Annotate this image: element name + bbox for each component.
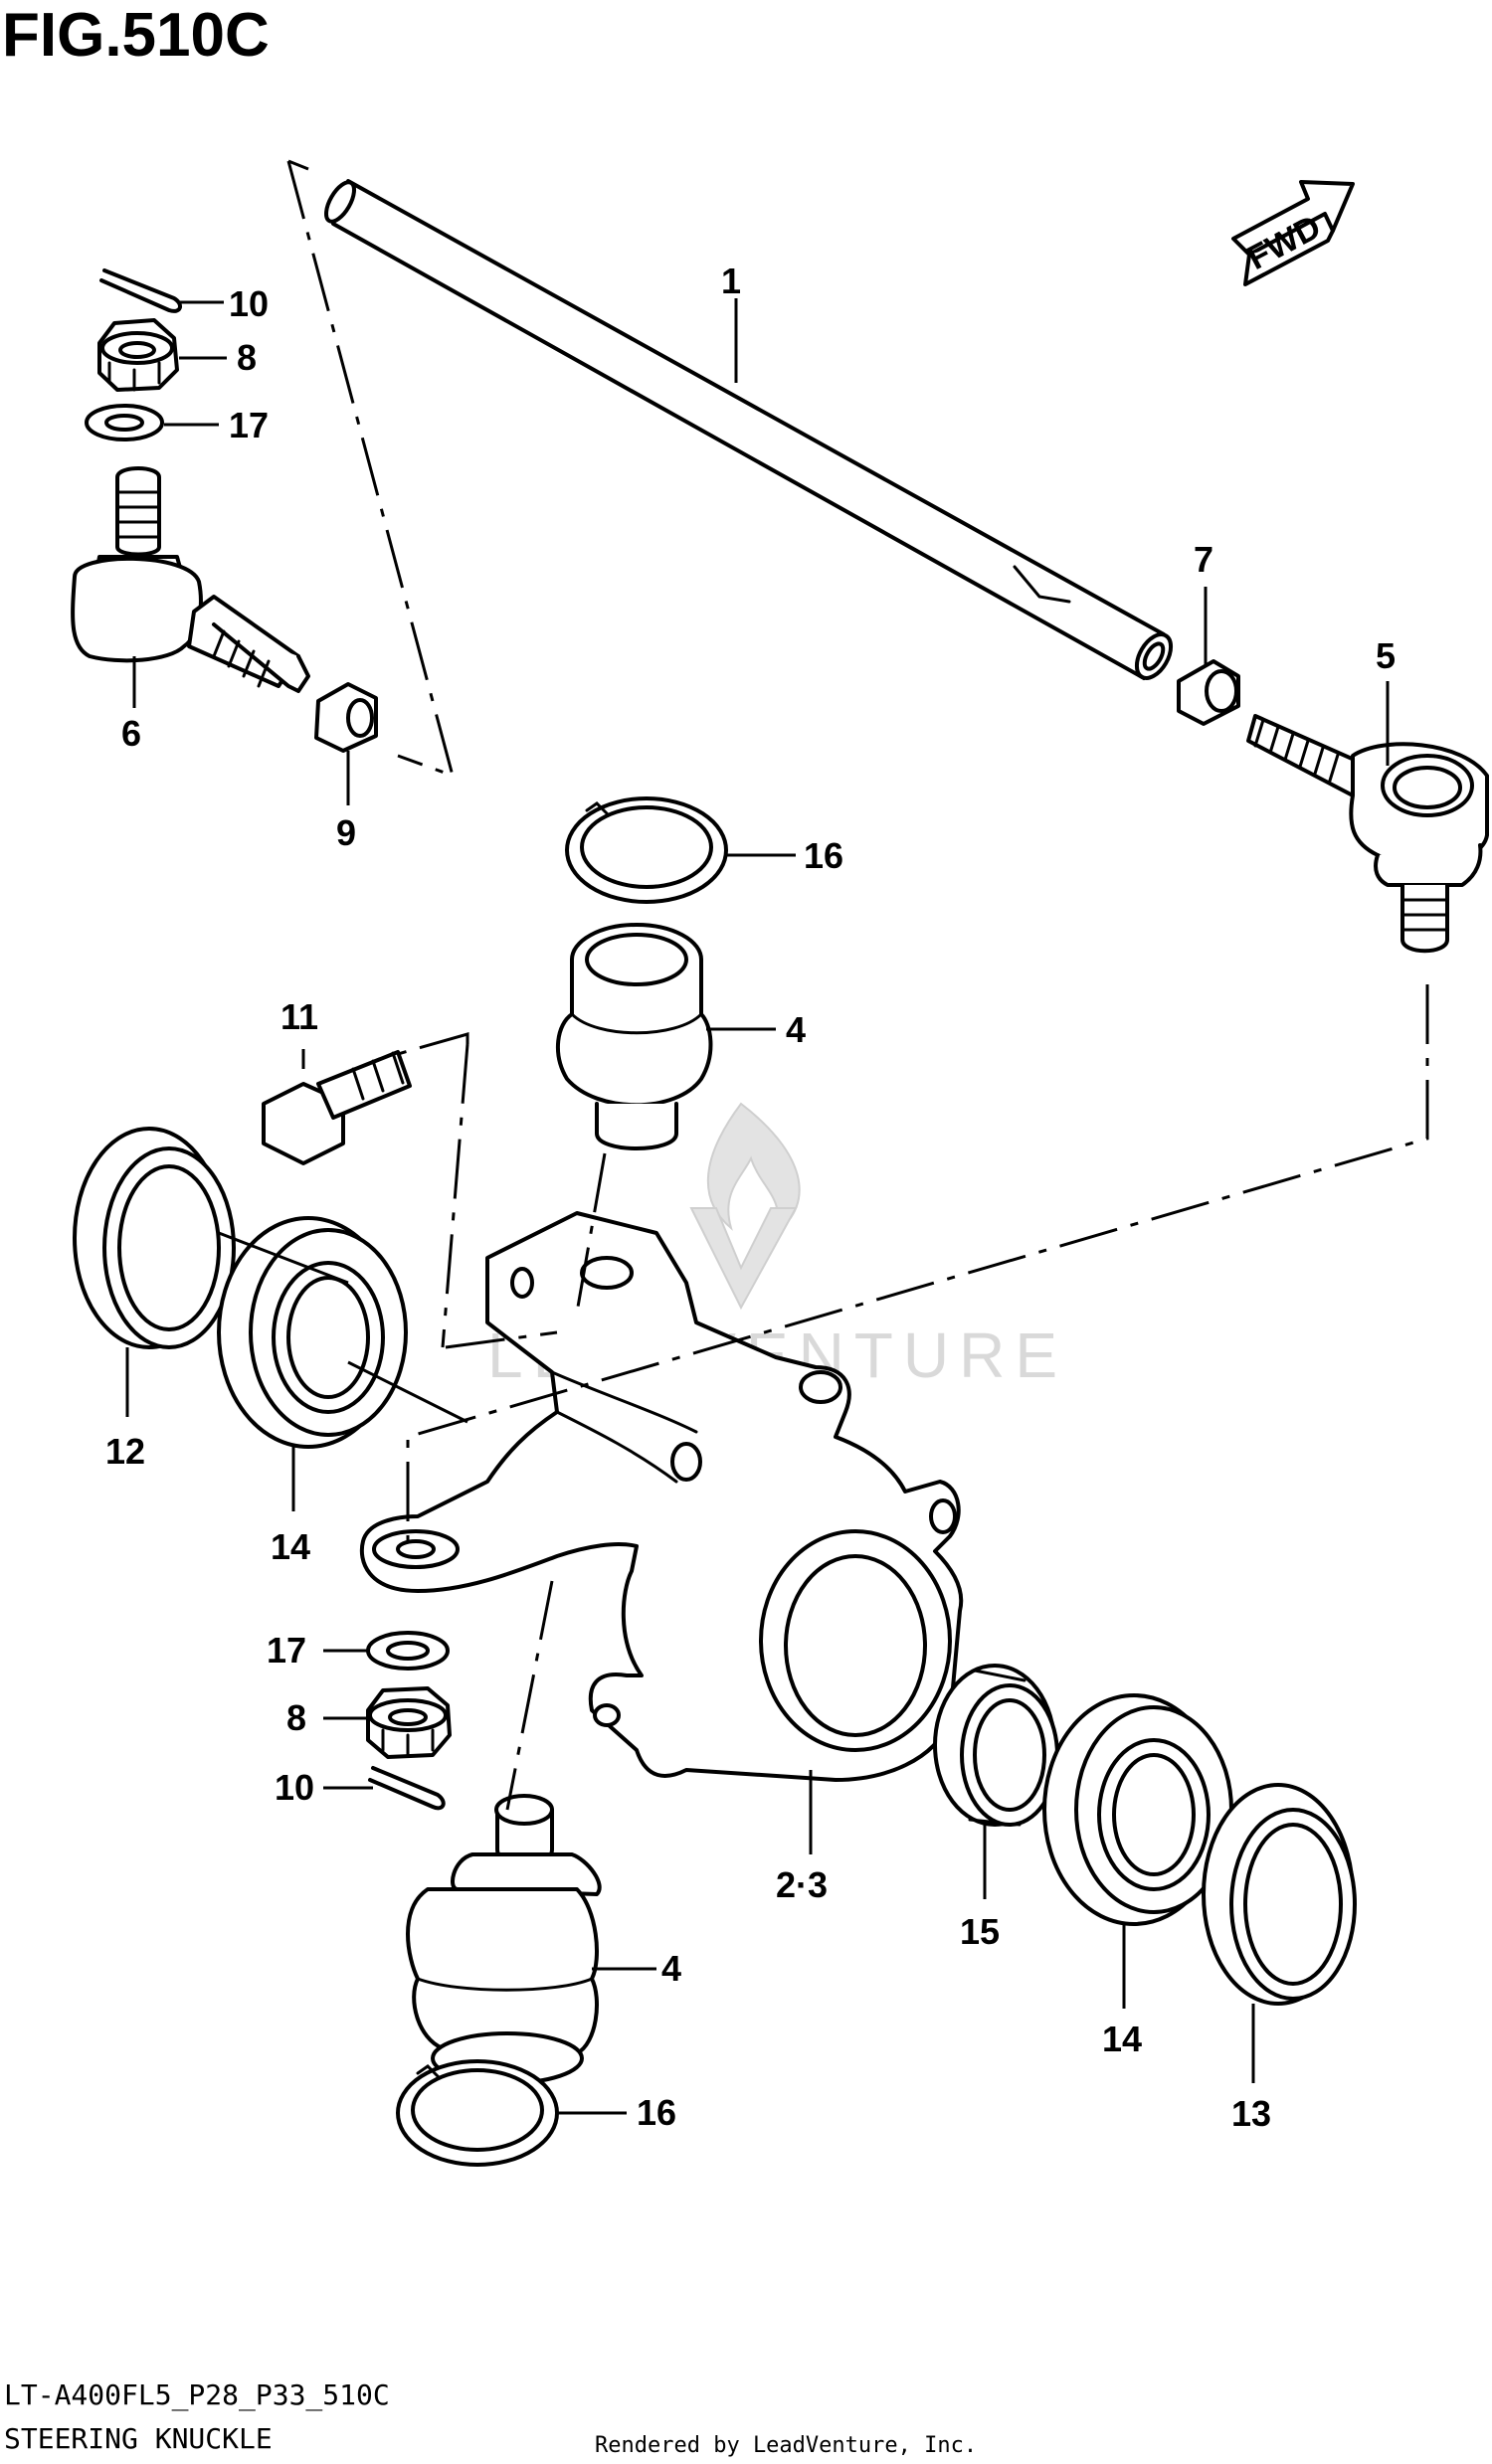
circlip-lower: [396, 2059, 559, 2167]
bearing-right: [1042, 1693, 1233, 1926]
fwd-arrow-icon: FWD: [1231, 180, 1355, 286]
callout-lock-nut-left: 9: [336, 812, 356, 853]
callout-bearing-left: 14: [271, 1526, 310, 1567]
lock-nut-left: [314, 682, 378, 753]
bearing-left: [217, 1216, 408, 1449]
castle-nut-lower: [366, 1686, 452, 1759]
callout-castle-nut-top: 8: [237, 337, 257, 378]
tie-rod-end-right: [1246, 714, 1489, 954]
callout-ball-joint-lower: 4: [661, 1948, 681, 1989]
oil-seal-right: [1202, 1783, 1357, 2006]
washer-top: [85, 404, 164, 441]
callout-tie-rod-end-right: 5: [1376, 635, 1396, 676]
callout-tie-rod: 1: [721, 261, 741, 301]
callout-cotter-pin-lower: 10: [275, 1767, 314, 1808]
lock-nut-right: [1177, 659, 1240, 726]
callout-circlip-lower: 16: [637, 2092, 676, 2133]
callout-washer-lower: 17: [267, 1630, 306, 1671]
callout-labels: 1 10 8 17 6 9 7 5 16 4 11 12 14 17 8 10 …: [105, 261, 1396, 2134]
callout-ball-joint-upper: 4: [786, 1009, 806, 1050]
callout-tie-rod-end-left: 6: [121, 713, 141, 754]
steering-knuckle: [359, 1211, 964, 1782]
tie-rod-end-left: [71, 466, 310, 693]
callout-oil-seal-right: 13: [1231, 2093, 1271, 2134]
rendered-by-credit: Rendered by LeadVenture, Inc.: [595, 2433, 977, 2458]
callout-lock-nut-right: 7: [1194, 539, 1213, 580]
callout-oil-seal-left: 12: [105, 1431, 145, 1472]
callout-spacer: 15: [960, 1911, 1000, 1952]
callout-washer-top: 17: [229, 405, 269, 445]
washer-lower: [366, 1631, 450, 1671]
figure-title: FIG.510C: [2, 1, 270, 70]
callout-bearing-right: 14: [1102, 2019, 1142, 2059]
callout-cotter-pin-top: 10: [229, 283, 269, 324]
oil-seal-left: [73, 1127, 236, 1349]
callout-bolt: 11: [280, 996, 318, 1037]
spacer: [933, 1664, 1059, 1827]
callout-castle-nut-lower: 8: [286, 1697, 306, 1738]
callout-knuckle: 2·3: [776, 1864, 828, 1905]
cotter-pin-lower: [368, 1766, 446, 1811]
cotter-pin-top: [99, 268, 182, 313]
assembly-lines: [218, 159, 1429, 1811]
castle-nut-top: [97, 318, 179, 392]
callout-circlip-upper: 16: [804, 835, 843, 876]
circlip-upper: [565, 796, 728, 904]
bolt: [262, 1050, 412, 1165]
tie-rod: [324, 179, 1174, 680]
ball-joint-upper: [555, 923, 713, 1150]
figure-name: STEERING KNUCKLE: [4, 2422, 273, 2455]
leader-lines: [125, 298, 1390, 2115]
ball-joint-lower: [406, 1794, 602, 2085]
figure-code: LT-A400FL5_P28_P33_510C: [4, 2378, 390, 2412]
